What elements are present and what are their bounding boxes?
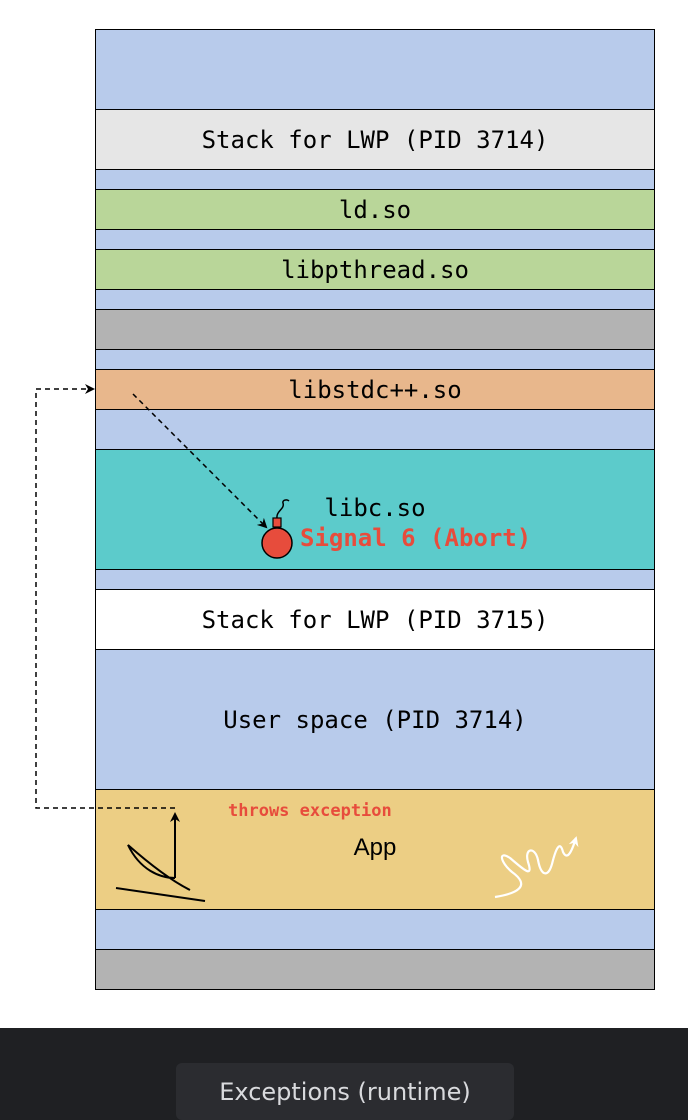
- unmapped-region: [95, 309, 655, 350]
- abort-call-arrow: [132, 393, 268, 529]
- libc-label: libc.so: [324, 494, 425, 522]
- ld-so-label: ld.so: [338, 195, 412, 224]
- exception-flow-arrow: [35, 384, 175, 809]
- scribble-arrow-icon: [494, 836, 579, 899]
- throws-exception-label: throws exception: [228, 801, 392, 821]
- ld-so-block: ld.so: [95, 189, 655, 230]
- caption-tab[interactable]: Exceptions (runtime): [176, 1063, 514, 1120]
- caption-label: Exceptions (runtime): [219, 1077, 471, 1106]
- lwp-3715-stack-block: Stack for LWP (PID 3715): [95, 589, 655, 650]
- libpthread-label: libpthread.so: [281, 255, 469, 284]
- diagram-overlay: libc.so Signal 6 (Abort) throws exceptio…: [35, 384, 579, 902]
- bomb-icon: [261, 499, 293, 559]
- user-space-label: User space (PID 3714): [223, 705, 527, 734]
- lwp-3715-stack-label: Stack for LWP (PID 3715): [201, 605, 549, 634]
- app-label: App: [353, 833, 397, 861]
- user-space-block: User space (PID 3714): [95, 649, 655, 790]
- throw-swoosh-icon: [115, 812, 206, 902]
- unmapped-region-bottom: [95, 949, 655, 990]
- lwp-3714-stack-label: Stack for LWP (PID 3714): [201, 125, 549, 154]
- memory-layout-diagram: Stack for LWP (PID 3714) ld.so libpthrea…: [35, 29, 655, 990]
- libstdcpp-block: libstdc++.so: [95, 369, 655, 410]
- lwp-3714-stack-block: Stack for LWP (PID 3714): [95, 109, 655, 170]
- libc-block: [95, 449, 655, 570]
- memory-region-top: [95, 29, 655, 110]
- libstdcpp-label: libstdc++.so: [288, 375, 462, 404]
- signal-label: Signal 6 (Abort): [300, 524, 531, 552]
